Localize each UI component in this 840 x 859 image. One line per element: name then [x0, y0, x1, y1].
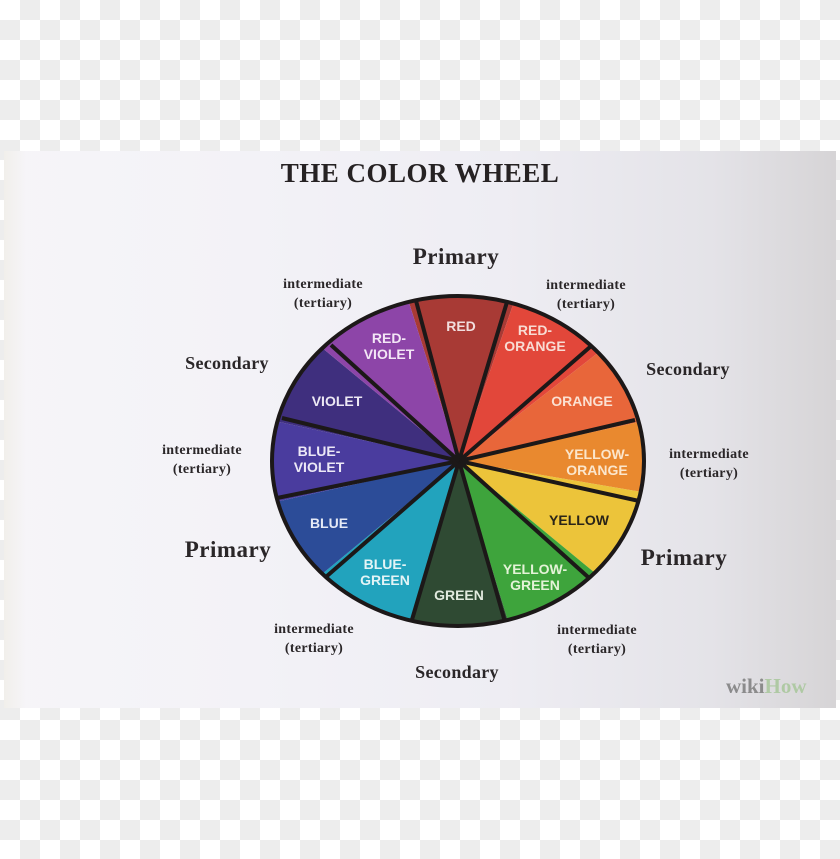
label-tertiary-top-right: intermediate (tertiary): [522, 276, 650, 314]
tertiary-line2: (tertiary): [679, 466, 739, 481]
photo-paper-edge: [4, 151, 26, 708]
segment-label-green: GREEN: [434, 587, 484, 603]
label-tertiary-top-left: intermediate (tertiary): [259, 275, 387, 313]
segment-label-red: RED: [446, 318, 476, 334]
label-secondary-left: Secondary: [185, 353, 269, 373]
tertiary-line2: (tertiary): [556, 297, 616, 312]
label-tertiary-left: intermediate (tertiary): [138, 441, 266, 479]
tertiary-line1: intermediate: [283, 277, 363, 292]
segment-label-yellow-green: YELLOW-GREEN: [503, 561, 568, 593]
watermark-how: How: [764, 674, 807, 698]
tertiary-line2: (tertiary): [567, 642, 627, 657]
segment-label-orange: ORANGE: [551, 393, 612, 409]
page-title: THE COLOR WHEEL: [280, 158, 560, 188]
segment-label-blue: BLUE: [310, 515, 348, 531]
tertiary-line2: (tertiary): [172, 462, 232, 477]
watermark-wiki: wiki: [726, 674, 765, 698]
tertiary-line2: (tertiary): [293, 296, 353, 311]
label-tertiary-bottom-left: intermediate (tertiary): [250, 620, 378, 658]
segment-label-red-orange: RED-ORANGE: [504, 322, 565, 354]
wheel-segments: [272, 296, 644, 626]
label-secondary-bottom: Secondary: [415, 662, 499, 682]
segment-yellow-orange: [459, 396, 644, 513]
tertiary-line1: intermediate: [162, 443, 242, 458]
segment-green: [381, 461, 537, 626]
segment-label-yellow-orange: YELLOW-ORANGE: [565, 446, 630, 478]
segment-label-blue-violet: BLUE-VIOLET: [294, 443, 345, 475]
segment-label-yellow: YELLOW: [549, 512, 610, 528]
tertiary-line1: intermediate: [557, 623, 637, 638]
label-primary-top: Primary: [412, 244, 500, 269]
segment-yellow-green: [459, 461, 644, 626]
segment-red: [387, 296, 535, 461]
wikihow-watermark: wikiHow: [726, 674, 807, 699]
wheel-outline: [270, 294, 646, 628]
segment-blue-violet: [272, 395, 459, 530]
segment-labels: RED RED-ORANGE ORANGE YELLOW-ORANGE YELL…: [294, 318, 630, 603]
tertiary-line2: (tertiary): [284, 641, 344, 656]
tertiary-line1: intermediate: [546, 278, 626, 293]
segment-label-violet: VIOLET: [312, 393, 363, 409]
segment-violet: [272, 296, 459, 461]
label-tertiary-right: intermediate (tertiary): [645, 445, 773, 483]
tertiary-line1: intermediate: [669, 447, 749, 462]
label-secondary-right: Secondary: [646, 359, 730, 379]
tertiary-line1: intermediate: [274, 622, 354, 637]
segment-label-blue-green: BLUE-GREEN: [360, 556, 410, 588]
segment-red-orange: [459, 296, 644, 461]
segment-orange: [459, 296, 644, 461]
label-tertiary-bottom-right: intermediate (tertiary): [533, 621, 661, 659]
label-primary-left: Primary: [184, 537, 272, 562]
label-primary-right: Primary: [640, 545, 728, 570]
segment-dividers: [276, 296, 640, 624]
segment-red-violet: [272, 296, 459, 461]
segment-label-red-violet: RED-VIOLET: [364, 330, 415, 362]
